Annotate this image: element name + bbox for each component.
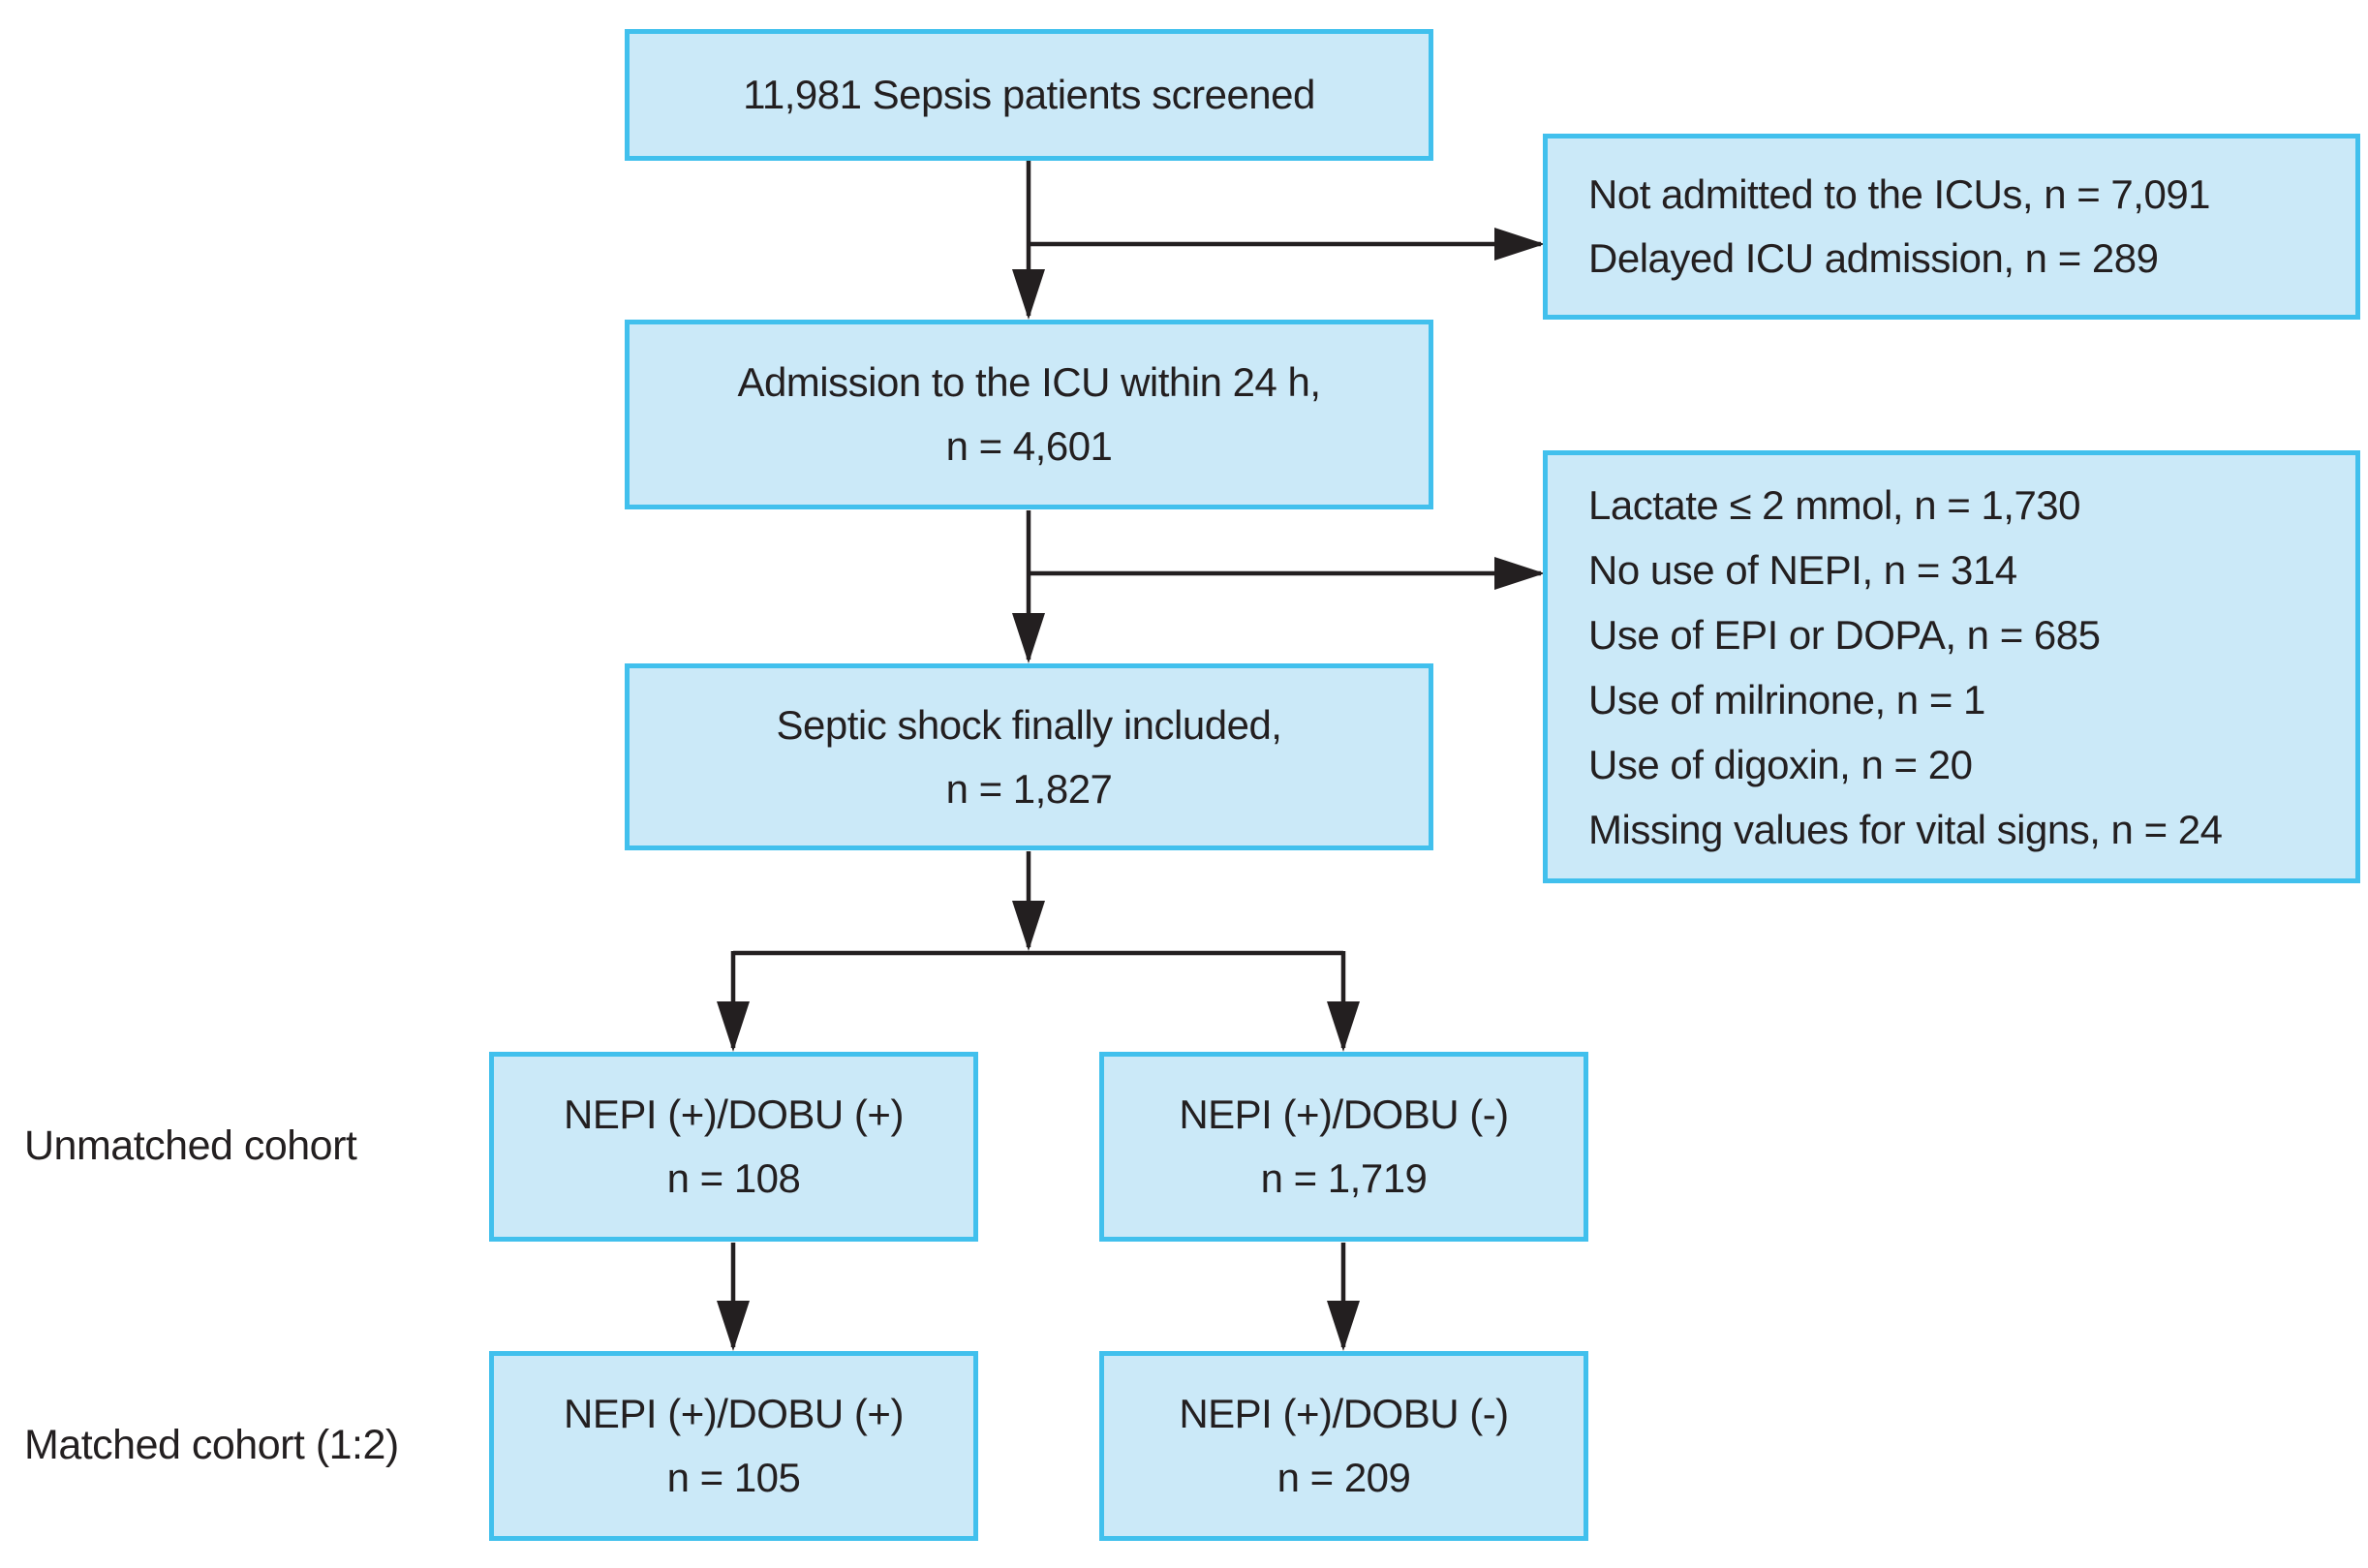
box-unmatched-nepi-dobu-neg: NEPI (+)/DOBU (-) n = 1,719: [1099, 1052, 1588, 1242]
box-text-line: n = 108: [666, 1155, 801, 1201]
box-text-line: Not admitted to the ICUs, n = 7,091: [1588, 171, 2211, 217]
box-sepsis-screened: 11,981 Sepsis patients screened: [625, 29, 1433, 161]
box-text-line: Missing values for vital signs, n = 24: [1588, 806, 2223, 852]
box-text-line: 11,981 Sepsis patients screened: [743, 72, 1315, 117]
box-text-line: NEPI (+)/DOBU (+): [564, 1091, 904, 1137]
box-text-line: Use of digoxin, n = 20: [1588, 741, 1973, 787]
box-text-line: No use of NEPI, n = 314: [1588, 546, 2017, 593]
box-exclusions-not-admitted: Not admitted to the ICUs, n = 7,091 Dela…: [1543, 134, 2360, 320]
box-text-line: NEPI (+)/DOBU (-): [1179, 1091, 1509, 1137]
box-text-line: Septic shock finally included,: [776, 701, 1282, 748]
box-septic-shock-included: Septic shock finally included, n = 1,827: [625, 663, 1433, 850]
row-label-unmatched-cohort: Unmatched cohort: [24, 1122, 357, 1169]
box-text-line: Use of EPI or DOPA, n = 685: [1588, 611, 2101, 658]
box-text-line: NEPI (+)/DOBU (+): [564, 1391, 904, 1436]
box-matched-nepi-dobu-pos: NEPI (+)/DOBU (+) n = 105: [489, 1351, 978, 1541]
box-text-line: Use of milrinone, n = 1: [1588, 676, 1985, 723]
box-text-line: Admission to the ICU within 24 h,: [737, 359, 1321, 405]
box-text-line: n = 1,719: [1260, 1155, 1428, 1201]
box-text-line: n = 105: [666, 1455, 801, 1500]
box-exclusions-criteria: Lactate ≤ 2 mmol, n = 1,730 No use of NE…: [1543, 450, 2360, 883]
box-text-line: Lactate ≤ 2 mmol, n = 1,730: [1588, 481, 2081, 528]
box-text-line: n = 209: [1276, 1455, 1411, 1500]
box-matched-nepi-dobu-neg: NEPI (+)/DOBU (-) n = 209: [1099, 1351, 1588, 1541]
box-unmatched-nepi-dobu-pos: NEPI (+)/DOBU (+) n = 108: [489, 1052, 978, 1242]
box-icu-admission: Admission to the ICU within 24 h, n = 4,…: [625, 320, 1433, 509]
box-text-line: Delayed ICU admission, n = 289: [1588, 235, 2159, 281]
box-text-line: n = 1,827: [945, 765, 1113, 812]
box-text-line: NEPI (+)/DOBU (-): [1179, 1391, 1509, 1436]
row-label-matched-cohort: Matched cohort (1:2): [24, 1422, 399, 1468]
box-text-line: n = 4,601: [945, 423, 1113, 469]
